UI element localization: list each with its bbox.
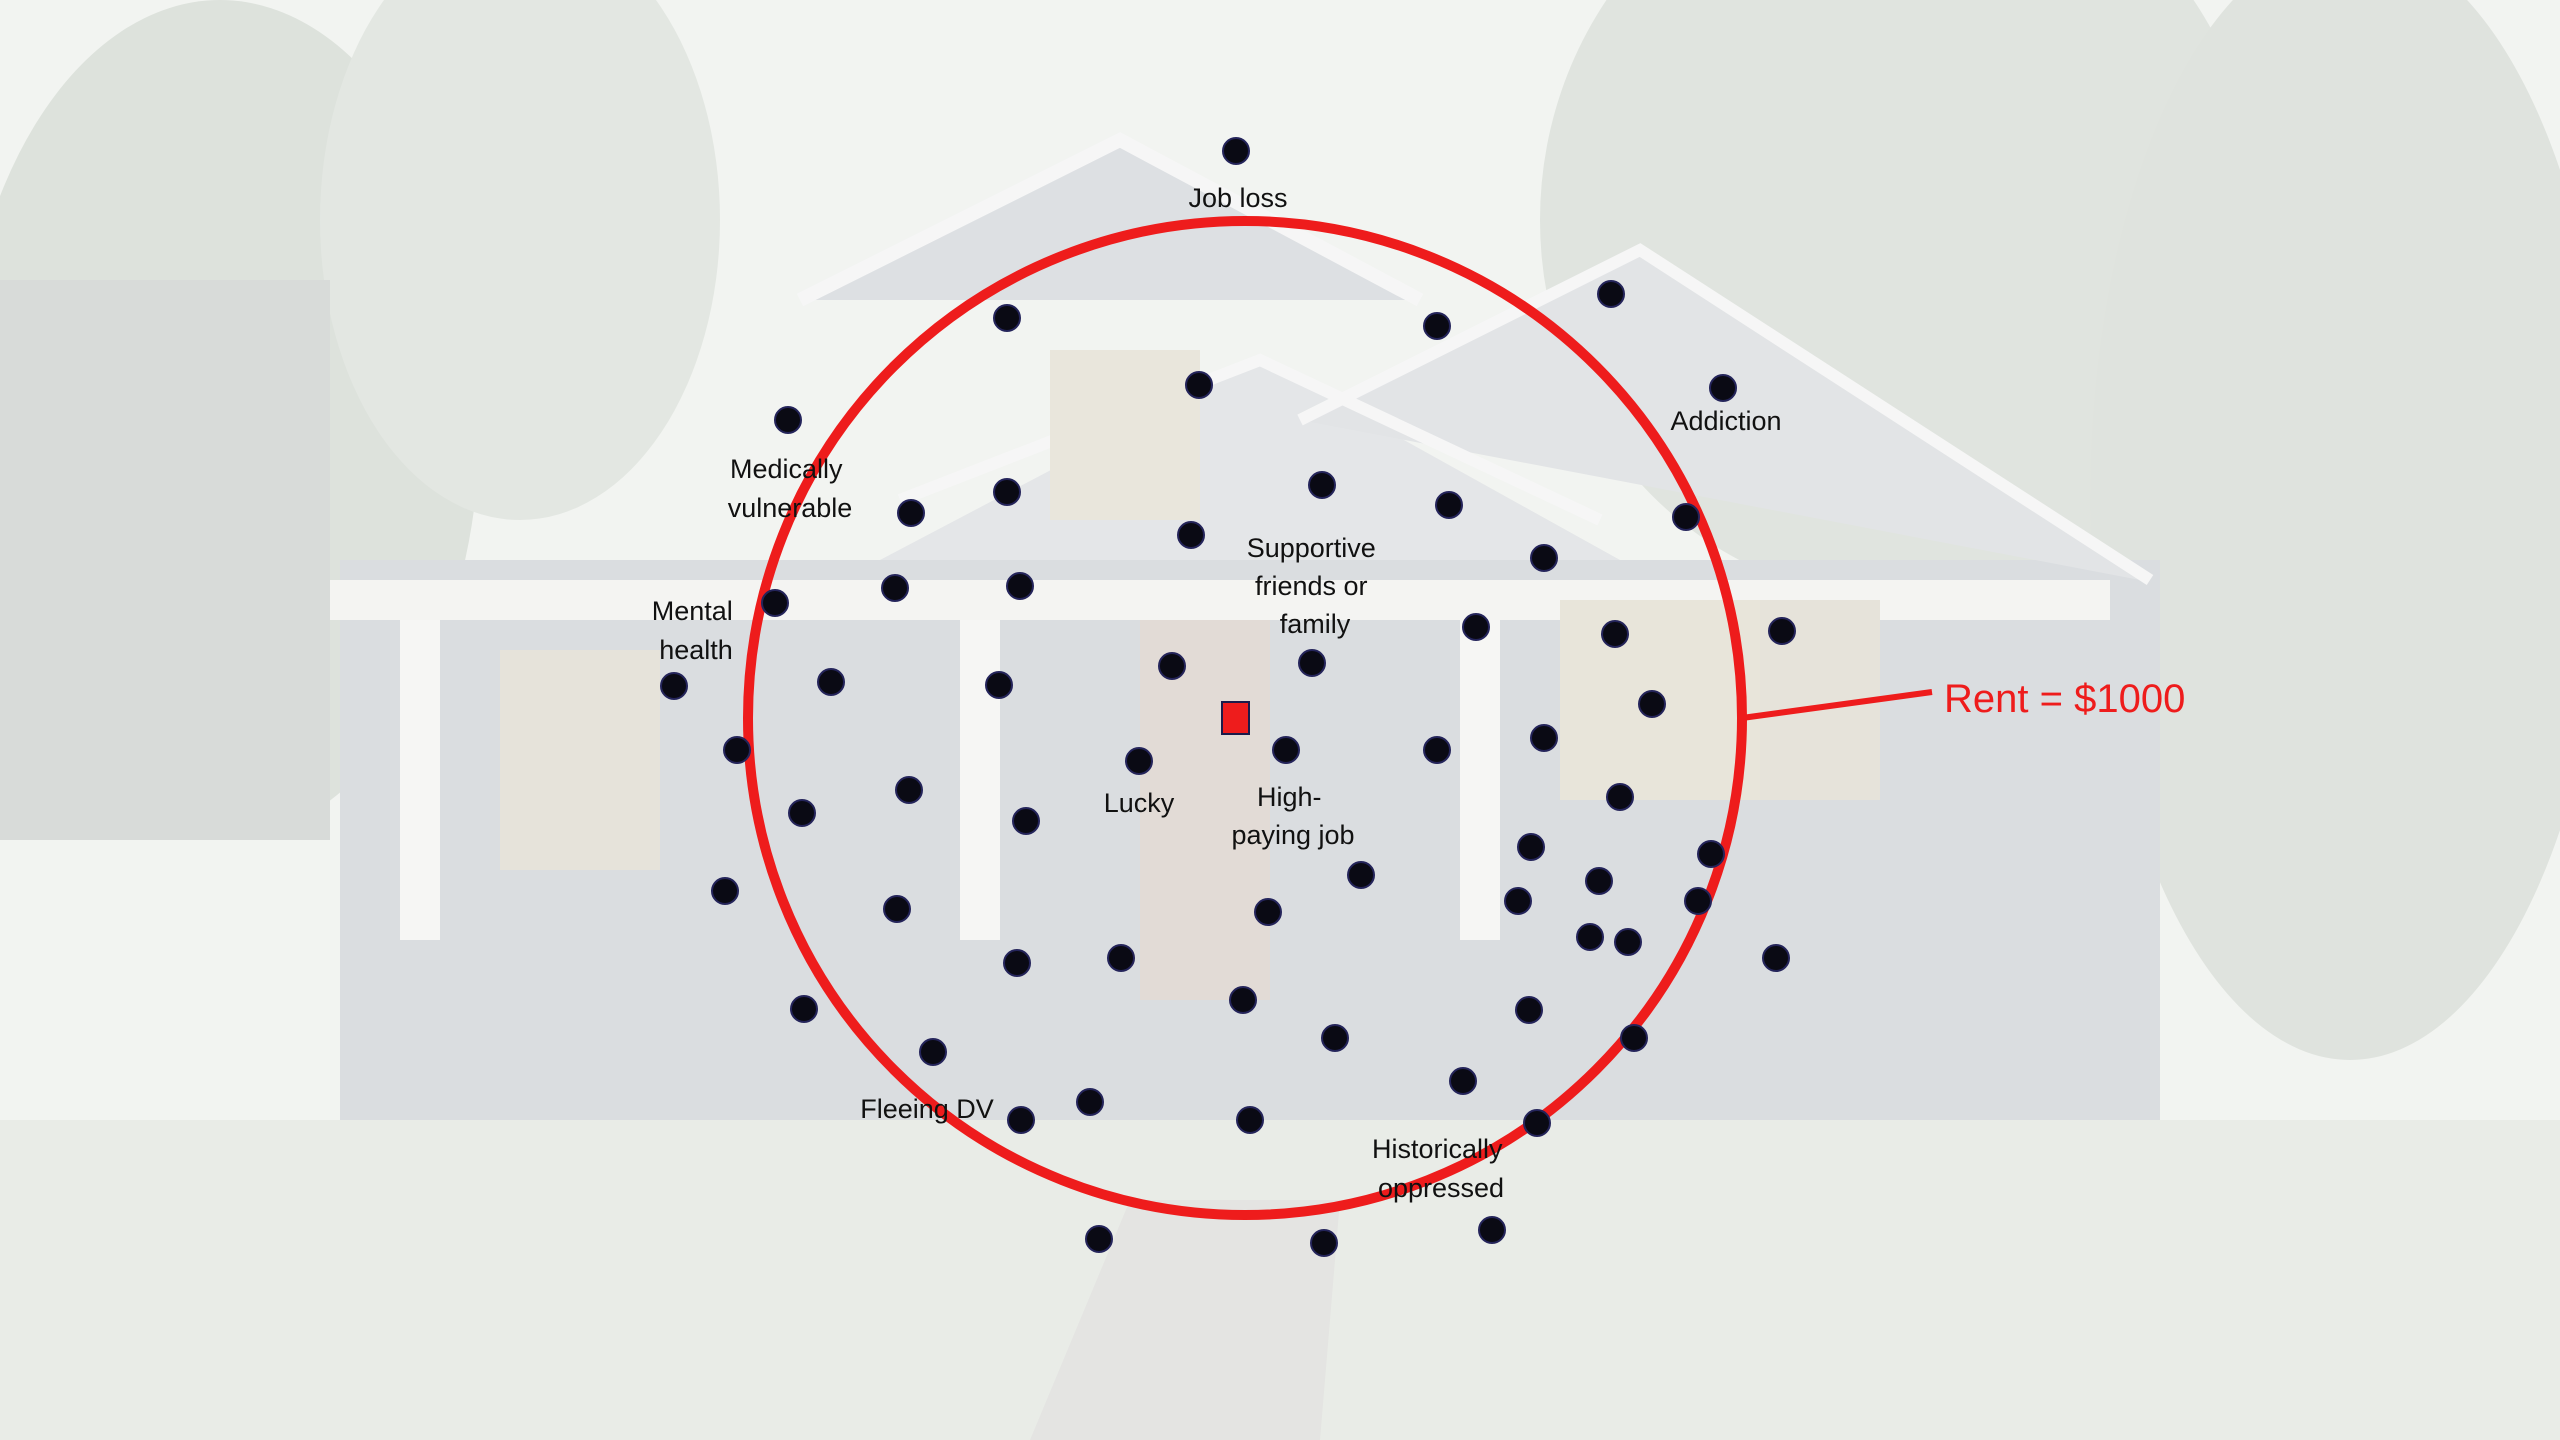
person-dot [1517, 833, 1545, 861]
person-dot [1012, 807, 1040, 835]
person-dot [1530, 724, 1558, 752]
person-dot [774, 406, 802, 434]
person-dot [1310, 1229, 1338, 1257]
person-dot [1530, 544, 1558, 572]
person-dot [1298, 649, 1326, 677]
label-historically-oppressed-line2: oppressed [1378, 1173, 1504, 1203]
person-dot [1576, 923, 1604, 951]
person-dot [1709, 374, 1737, 402]
person-dot [1504, 887, 1532, 915]
person-dot [1762, 944, 1790, 972]
label-mental-health: Mental health [652, 596, 741, 665]
label-job-loss: Job loss [1188, 183, 1287, 213]
person-dot [1768, 617, 1796, 645]
person-dot [1321, 1024, 1349, 1052]
person-dot [1423, 312, 1451, 340]
label-high-paying-job: High- paying job [1231, 782, 1354, 850]
label-supportive-line1: Supportive [1247, 533, 1376, 563]
person-dot [1597, 280, 1625, 308]
person-dot [1272, 736, 1300, 764]
person-dot [1254, 898, 1282, 926]
person-dot [1462, 613, 1490, 641]
person-dot [993, 478, 1021, 506]
person-dot [1076, 1088, 1104, 1116]
label-historically-oppressed-line1: Historically [1372, 1134, 1503, 1164]
person-dot [817, 668, 845, 696]
label-medically-vulnerable: Medically vulnerable [728, 454, 853, 523]
house-marker [1221, 701, 1250, 735]
person-dot [788, 799, 816, 827]
person-dot [723, 736, 751, 764]
person-dot [1177, 521, 1205, 549]
person-dot [919, 1038, 947, 1066]
person-dot [1007, 1106, 1035, 1134]
person-dot [1638, 690, 1666, 718]
person-dot [660, 672, 688, 700]
person-dot [1697, 840, 1725, 868]
person-dot [881, 574, 909, 602]
person-dot [1308, 471, 1336, 499]
person-dot [1478, 1216, 1506, 1244]
person-dot [790, 995, 818, 1023]
person-dot [985, 671, 1013, 699]
person-dot [1185, 371, 1213, 399]
label-supportive-line2: friends or [1255, 571, 1368, 601]
person-dot [1222, 137, 1250, 165]
person-dot [1423, 736, 1451, 764]
label-supportive-friends-or-family: Supportive friends or family [1247, 533, 1384, 639]
rent-callout-line [1741, 689, 1933, 721]
person-dot [1684, 887, 1712, 915]
label-historically-oppressed: Historically oppressed [1372, 1134, 1510, 1203]
person-dot [1125, 747, 1153, 775]
person-dot [1085, 1225, 1113, 1253]
label-high-paying-job-line1: High- [1257, 782, 1322, 812]
label-supportive-line3: family [1280, 609, 1351, 639]
label-mental-health-line1: Mental [652, 596, 733, 626]
person-dot [883, 895, 911, 923]
label-medically-vulnerable-line2: vulnerable [728, 493, 853, 523]
person-dot [1236, 1106, 1264, 1134]
person-dot [1515, 996, 1543, 1024]
person-dot [1601, 620, 1629, 648]
person-dot [1003, 949, 1031, 977]
person-dot [1523, 1109, 1551, 1137]
person-dot [1347, 861, 1375, 889]
person-dot [993, 304, 1021, 332]
label-medically-vulnerable-line1: Medically [730, 454, 843, 484]
person-dot [895, 776, 923, 804]
person-dot [1435, 491, 1463, 519]
person-dot [1229, 986, 1257, 1014]
person-dot [1620, 1024, 1648, 1052]
label-fleeing-dv: Fleeing DV [860, 1094, 994, 1124]
person-dot [1158, 652, 1186, 680]
person-dot [1449, 1067, 1477, 1095]
label-lucky: Lucky [1104, 788, 1175, 818]
label-mental-health-line2: health [659, 635, 733, 665]
people-dots [660, 137, 1796, 1257]
person-dot [1585, 867, 1613, 895]
label-addiction: Addiction [1670, 406, 1781, 436]
person-dot [1614, 928, 1642, 956]
person-dot [1006, 572, 1034, 600]
person-dot [1672, 503, 1700, 531]
person-dot [761, 589, 789, 617]
person-dot [1107, 944, 1135, 972]
label-high-paying-job-line2: paying job [1231, 820, 1354, 850]
person-dot [1606, 783, 1634, 811]
person-dot [711, 877, 739, 905]
rent-label: Rent = $1000 [1944, 677, 2185, 721]
person-dot [897, 499, 925, 527]
